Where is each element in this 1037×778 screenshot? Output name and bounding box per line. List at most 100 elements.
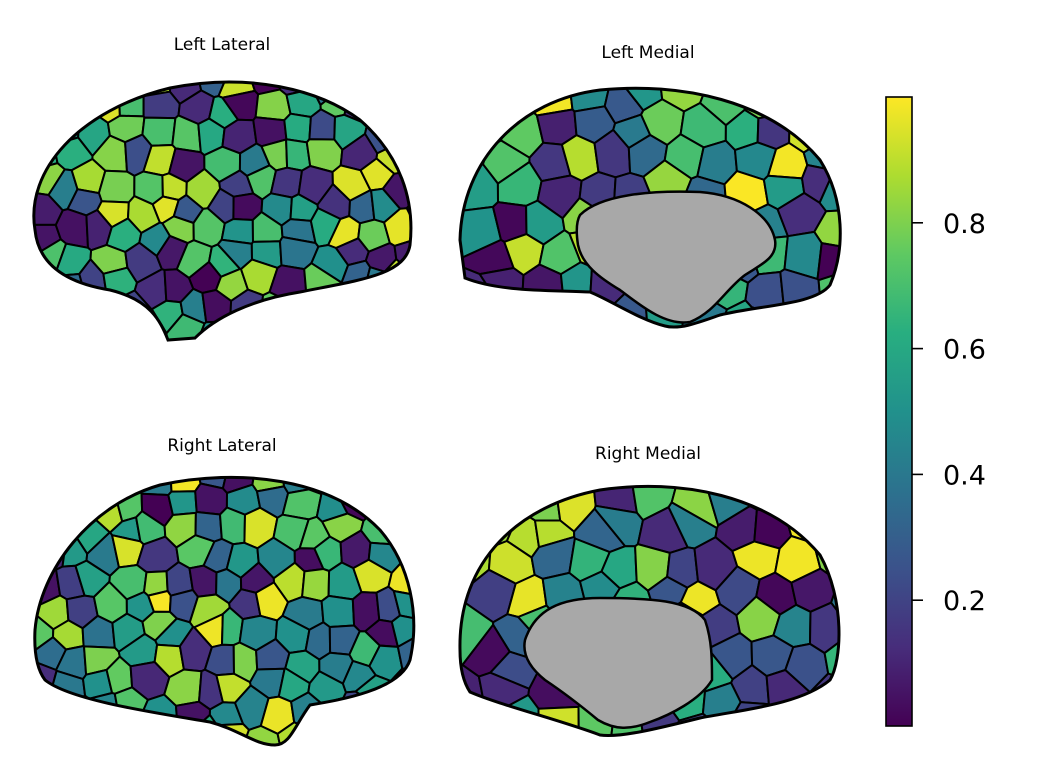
colorbar: 0.20.40.60.8 xyxy=(885,96,986,727)
parcel xyxy=(301,568,331,603)
parcel xyxy=(383,258,411,297)
parcel xyxy=(48,477,84,501)
parcel xyxy=(33,286,65,319)
parcel xyxy=(369,289,411,324)
parcel xyxy=(394,512,414,552)
parcel xyxy=(537,705,581,736)
parcel xyxy=(387,719,414,745)
parcel xyxy=(33,82,52,117)
parcel xyxy=(389,120,411,152)
parcel xyxy=(363,82,400,104)
parcel xyxy=(744,271,786,320)
parcel xyxy=(816,242,841,282)
parcel xyxy=(219,506,246,546)
parcel xyxy=(397,82,411,128)
parcel xyxy=(43,716,84,745)
parcel xyxy=(76,721,130,745)
parcel xyxy=(524,486,562,522)
parcel xyxy=(369,97,411,129)
parcel xyxy=(33,295,56,341)
panel-right-lateral xyxy=(33,475,416,747)
parcel xyxy=(492,694,540,736)
surface-outline xyxy=(33,475,416,747)
parcel xyxy=(349,714,391,745)
medial-wall xyxy=(575,190,777,324)
parcel xyxy=(825,506,840,548)
colorbar-tick-label: 0.2 xyxy=(943,586,986,617)
panel-left-lateral xyxy=(32,80,413,342)
parcel xyxy=(319,291,353,327)
parcel xyxy=(460,88,501,117)
panel-title-left-medial: Left Medial xyxy=(601,43,694,63)
parcel xyxy=(97,169,136,204)
parcel xyxy=(312,314,343,341)
parcel xyxy=(225,317,259,341)
colorbar-gradient xyxy=(885,96,913,727)
parcel xyxy=(34,490,54,559)
parcel xyxy=(747,306,792,328)
parcel xyxy=(45,517,79,544)
medial-wall xyxy=(523,596,714,729)
parcel xyxy=(110,714,147,745)
parcel xyxy=(746,703,796,736)
parcel xyxy=(389,306,411,341)
parcel xyxy=(217,82,256,99)
parcel xyxy=(367,482,406,524)
parcel xyxy=(34,477,77,499)
panel-title-left-lateral: Left Lateral xyxy=(174,35,271,55)
parcel xyxy=(80,317,118,341)
parcel xyxy=(56,85,95,123)
parcel xyxy=(389,667,414,703)
parcel xyxy=(360,477,394,500)
parcel xyxy=(394,695,414,724)
parcel xyxy=(833,286,841,328)
parcel xyxy=(317,725,374,745)
panel-title-right-medial: Right Medial xyxy=(595,444,701,464)
parcel xyxy=(782,88,821,122)
parcel xyxy=(349,294,379,329)
parcel xyxy=(160,723,199,745)
parcel xyxy=(791,699,829,736)
surface-outline xyxy=(32,80,413,342)
colorbar-tick-label: 0.4 xyxy=(943,460,986,491)
parcel xyxy=(57,694,97,737)
parcel xyxy=(809,601,840,655)
parcel xyxy=(779,486,828,518)
parcel xyxy=(36,93,72,129)
parcel xyxy=(392,590,414,625)
parcel xyxy=(167,490,198,516)
parcel xyxy=(331,477,363,494)
parcel xyxy=(289,290,324,326)
panel-left-medial xyxy=(458,86,842,329)
parcel xyxy=(459,486,499,529)
parcel xyxy=(492,290,535,328)
parcel xyxy=(812,716,840,736)
panel-right-medial xyxy=(458,484,841,738)
parcel xyxy=(529,88,574,117)
parcel xyxy=(320,82,368,94)
parcel xyxy=(460,306,508,328)
parcel xyxy=(127,727,167,745)
parcel xyxy=(249,315,285,341)
parcel xyxy=(389,478,414,516)
parcel xyxy=(280,317,322,341)
parcel xyxy=(802,88,841,119)
parcel xyxy=(494,88,548,114)
parcel xyxy=(558,294,610,328)
parcel xyxy=(393,82,411,100)
parcel xyxy=(335,315,373,341)
parcel xyxy=(33,82,88,97)
parcel xyxy=(819,486,840,516)
parcel xyxy=(33,107,53,148)
parcel xyxy=(52,299,93,333)
parcel xyxy=(107,82,141,99)
parcel xyxy=(405,280,411,341)
parcel xyxy=(320,594,356,628)
parcel xyxy=(818,160,841,213)
colorbar-tick-label: 0.6 xyxy=(943,335,986,366)
parcel xyxy=(80,477,112,506)
parcel xyxy=(384,477,414,490)
parcel xyxy=(788,298,841,328)
parcel xyxy=(142,90,181,120)
